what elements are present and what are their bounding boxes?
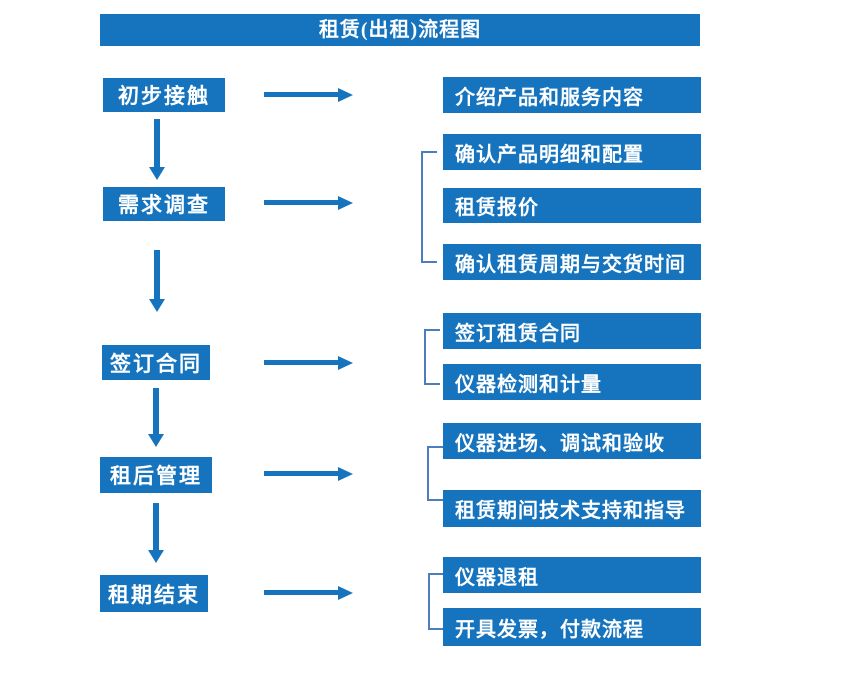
right-arrow-2-head [338,196,353,210]
right-arrow-4-head [338,467,353,481]
right-arrow-4 [264,467,353,481]
down-arrow-3-head [148,434,164,447]
right-arrow-1-head [338,88,353,102]
right-arrow-5-shaft [264,590,339,595]
right-arrow-5 [264,586,353,600]
stage-box-initial-contact: 初步接触 [103,78,225,112]
group-bracket-post-rental [427,446,443,501]
output-box-instrument-testing: 仪器检测和计量 [443,364,701,400]
right-arrow-2 [264,196,353,210]
stage-box-sign-contract: 签订合同 [102,345,210,380]
right-arrow-4-shaft [264,471,339,476]
output-box-instrument-entry: 仪器进场、调试和验收 [443,423,701,459]
stage-box-demand-survey: 需求调查 [103,187,225,221]
down-arrow-1-shaft [154,119,160,167]
down-arrow-4-shaft [153,503,159,550]
right-arrow-3-shaft [264,360,339,365]
down-arrow-2-shaft [154,250,160,299]
group-bracket-demand-survey [421,151,437,263]
output-box-sign-rental-contract: 签订租赁合同 [443,313,701,349]
output-box-intro-products: 介绍产品和服务内容 [443,77,701,113]
down-arrow-1-head [149,167,165,180]
right-arrow-1 [264,88,353,102]
stage-box-post-rental: 租后管理 [100,457,212,493]
group-bracket-rental-end [428,573,444,630]
down-arrow-3 [148,388,164,447]
output-box-instrument-return: 仪器退租 [443,557,701,593]
right-arrow-5-head [338,586,353,600]
right-arrow-3-head [338,356,353,370]
right-arrow-1-shaft [264,92,339,97]
right-arrow-3 [264,356,353,370]
output-box-rental-quote: 租赁报价 [443,188,701,223]
flowchart-title: 租赁(出租)流程图 [100,14,700,46]
down-arrow-2 [149,250,165,312]
output-box-confirm-details: 确认产品明细和配置 [443,134,701,170]
output-box-invoice-payment: 开具发票，付款流程 [443,608,701,646]
down-arrow-1 [149,119,165,180]
stage-box-rental-end: 租期结束 [100,575,208,612]
down-arrow-3-shaft [153,388,159,434]
group-bracket-sign-contract [424,329,440,385]
output-box-confirm-period: 确认租赁周期与交货时间 [443,244,701,280]
down-arrow-4-head [148,550,164,563]
down-arrow-2-head [149,299,165,312]
down-arrow-4 [148,503,164,563]
right-arrow-2-shaft [264,200,339,205]
output-box-tech-support: 租赁期间技术支持和指导 [443,490,701,527]
